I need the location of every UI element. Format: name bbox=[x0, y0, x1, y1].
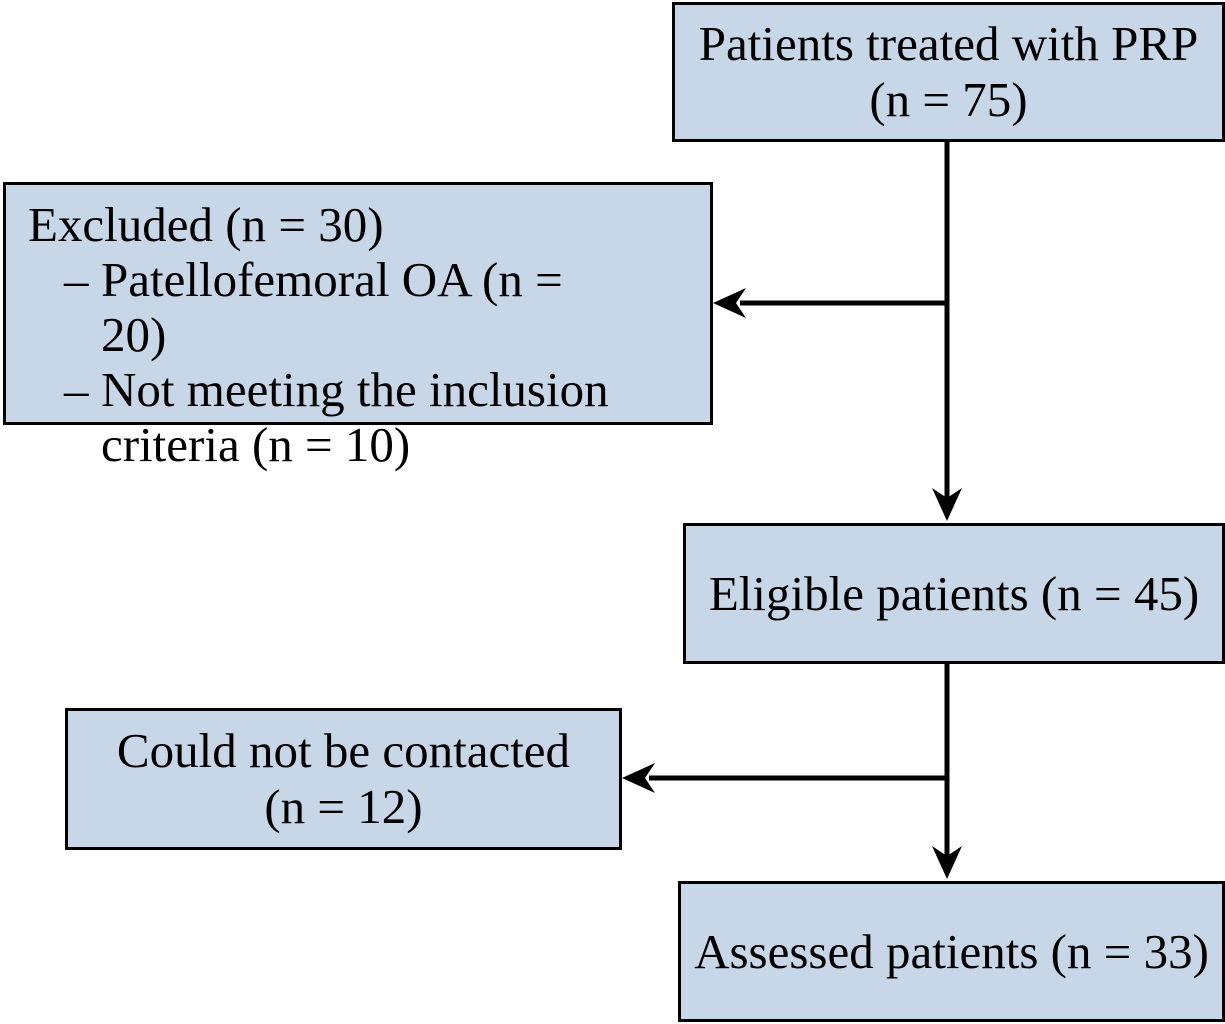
arrowhead-left-to-excluded bbox=[713, 288, 746, 318]
node-assessed: Assessed patients (n = 33) bbox=[678, 881, 1225, 1022]
node-patients-treated-label: Patients treated with PRP bbox=[698, 16, 1199, 71]
node-not-contacted: Could not be contacted (n = 12) bbox=[65, 708, 622, 850]
node-not-contacted-count: (n = 12) bbox=[264, 779, 423, 834]
node-not-contacted-label: Could not be contacted bbox=[116, 723, 571, 778]
excluded-reason-item: – Patellofemoral OA (n = 20) bbox=[64, 252, 694, 362]
node-assessed-label: Assessed patients (n = 33) bbox=[694, 923, 1209, 979]
node-patients-treated: Patients treated with PRP (n = 75) bbox=[672, 2, 1225, 142]
node-excluded-title: Excluded (n = 30) bbox=[28, 197, 384, 252]
node-eligible-label: Eligible patients (n = 45) bbox=[708, 565, 1200, 621]
arrowhead-down-to-assessed bbox=[932, 846, 962, 879]
excluded-reason-text: Patellofemoral OA (n = 20) bbox=[101, 252, 563, 362]
arrowhead-down-to-eligible bbox=[932, 488, 962, 521]
arrowhead-left-to-not-contacted bbox=[622, 763, 655, 793]
dash-bullet: – bbox=[64, 362, 89, 417]
dash-bullet: – bbox=[64, 252, 89, 307]
node-eligible: Eligible patients (n = 45) bbox=[683, 523, 1225, 664]
excluded-reason-item: – Not meeting the inclusion criteria (n … bbox=[64, 362, 694, 472]
node-excluded: Excluded (n = 30) – Patellofemoral OA (n… bbox=[3, 182, 713, 472]
excluded-reason-text: Not meeting the inclusion criteria (n = … bbox=[101, 362, 609, 472]
node-patients-treated-count: (n = 75) bbox=[869, 72, 1028, 127]
